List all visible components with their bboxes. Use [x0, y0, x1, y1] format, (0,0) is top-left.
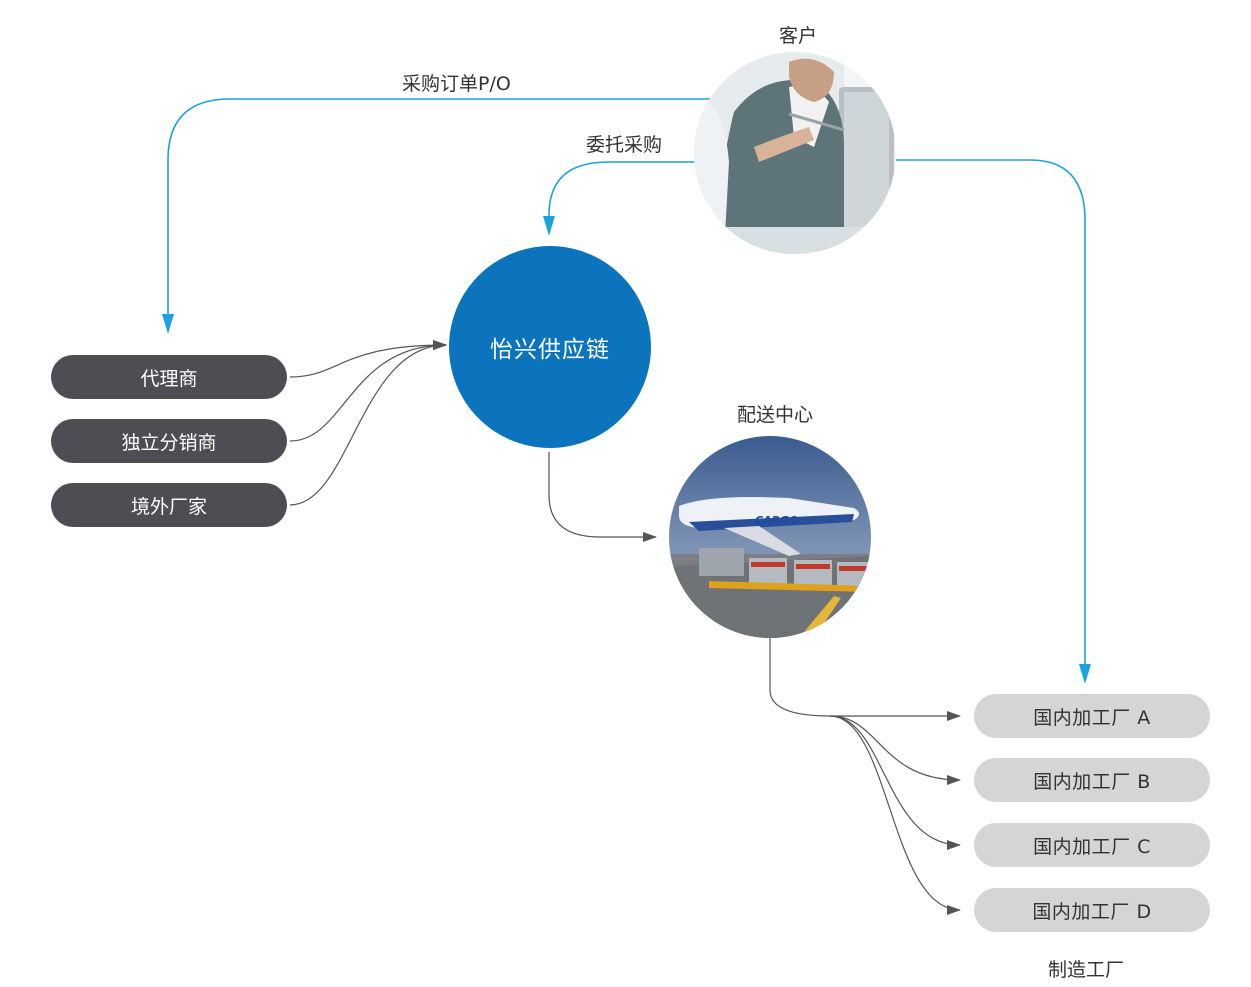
customer-label: 客户 [779, 25, 818, 47]
edge-dist-to-factory-a [769, 638, 961, 721]
source-agent-label: 代理商 [140, 367, 198, 390]
source-distributor-label: 独立分销商 [121, 431, 217, 454]
factory-d-label: 国内加工厂 D [1032, 900, 1152, 923]
cargo-plane-illustration: CARGO [669, 436, 871, 638]
factories-caption: 制造工厂 [1048, 959, 1125, 981]
edge-po-to-agent [167, 98, 712, 322]
distribution-photo: CARGO [669, 436, 871, 638]
factory-a-label: 国内加工厂 A [1033, 706, 1151, 729]
edge-agent-to-hub [289, 340, 447, 378]
edge-dist-to-factory-b [829, 715, 961, 785]
edge-dist-to-factory-c [829, 715, 961, 850]
customer-photo [694, 52, 896, 254]
factory-b: 国内加工厂 B [974, 758, 1210, 802]
edge-customer-to-factories [896, 159, 1086, 672]
factory-a: 国内加工厂 A [974, 694, 1210, 738]
edge-entrust-to-hub [548, 161, 698, 222]
distribution-label: 配送中心 [737, 404, 814, 426]
source-agent: 代理商 [51, 355, 287, 399]
edge-entrust-arrowhead [543, 216, 555, 236]
edge-distributor-to-hub [289, 340, 447, 442]
factory-c: 国内加工厂 C [974, 823, 1210, 867]
edge-dist-to-factory-d [829, 715, 961, 915]
source-overseas-label: 境外厂家 [130, 495, 207, 518]
edge-label-entrusted-purchase: 委托采购 [586, 134, 663, 156]
factory-b-label: 国内加工厂 B [1033, 770, 1151, 793]
edge-po-arrowhead [162, 314, 174, 334]
edge-factories-arrowhead [1079, 664, 1091, 684]
source-independent-distributor: 独立分销商 [51, 419, 287, 463]
hub-node: 怡兴供应链 [449, 246, 651, 448]
hub-label: 怡兴供应链 [490, 337, 610, 363]
customer-photo-illustration [694, 52, 896, 254]
factory-d: 国内加工厂 D [974, 888, 1210, 932]
edge-label-purchase-order: 采购订单P/O [402, 73, 511, 95]
edge-hub-to-distribution [548, 452, 657, 542]
edge-overseas-to-hub [289, 340, 447, 506]
source-overseas-manufacturer: 境外厂家 [51, 483, 287, 527]
plane-livery-text: CARGO [755, 514, 798, 527]
factory-c-label: 国内加工厂 C [1033, 835, 1151, 858]
